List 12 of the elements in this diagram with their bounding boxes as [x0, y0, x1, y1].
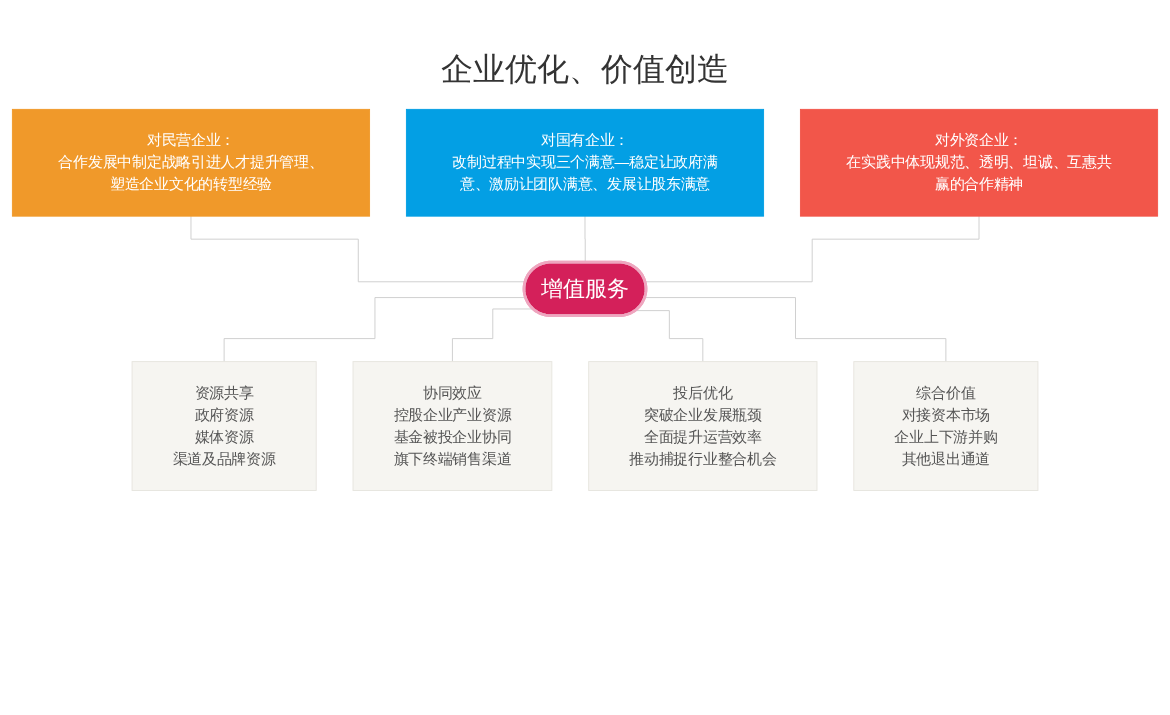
connector — [644, 215, 980, 283]
node-box: 协同效应 控股企业产业资源 基金被投企业协同 旗下终端销售渠道 — [352, 361, 553, 491]
node-box: 对国有企业： 改制过程中实现三个满意—稳定让政府满意、激励让团队满意、发展让股东满意 — [405, 108, 765, 217]
node-box: 对民营企业： 合作发展中制定战略引进人才提升管理、塑造企业文化的转型经验 — [11, 108, 371, 217]
connector — [451, 308, 534, 363]
connector — [644, 297, 947, 363]
diagram-title: 企业优化、价值创造 — [441, 50, 729, 89]
connector — [635, 310, 704, 363]
node-box: 投后优化 突破企业发展瓶颈 全面提升运营效率 推动捕捉行业整合机会 — [588, 361, 818, 491]
node-box: 资源共享 政府资源 媒体资源 渠道及品牌资源 — [131, 361, 317, 491]
node-box: 综合价值 对接资本市场 企业上下游并购 其他退出通道 — [853, 361, 1039, 491]
node-box: 对外资企业： 在实践中体现规范、透明、坦诚、互惠共赢的合作精神 — [799, 108, 1159, 217]
